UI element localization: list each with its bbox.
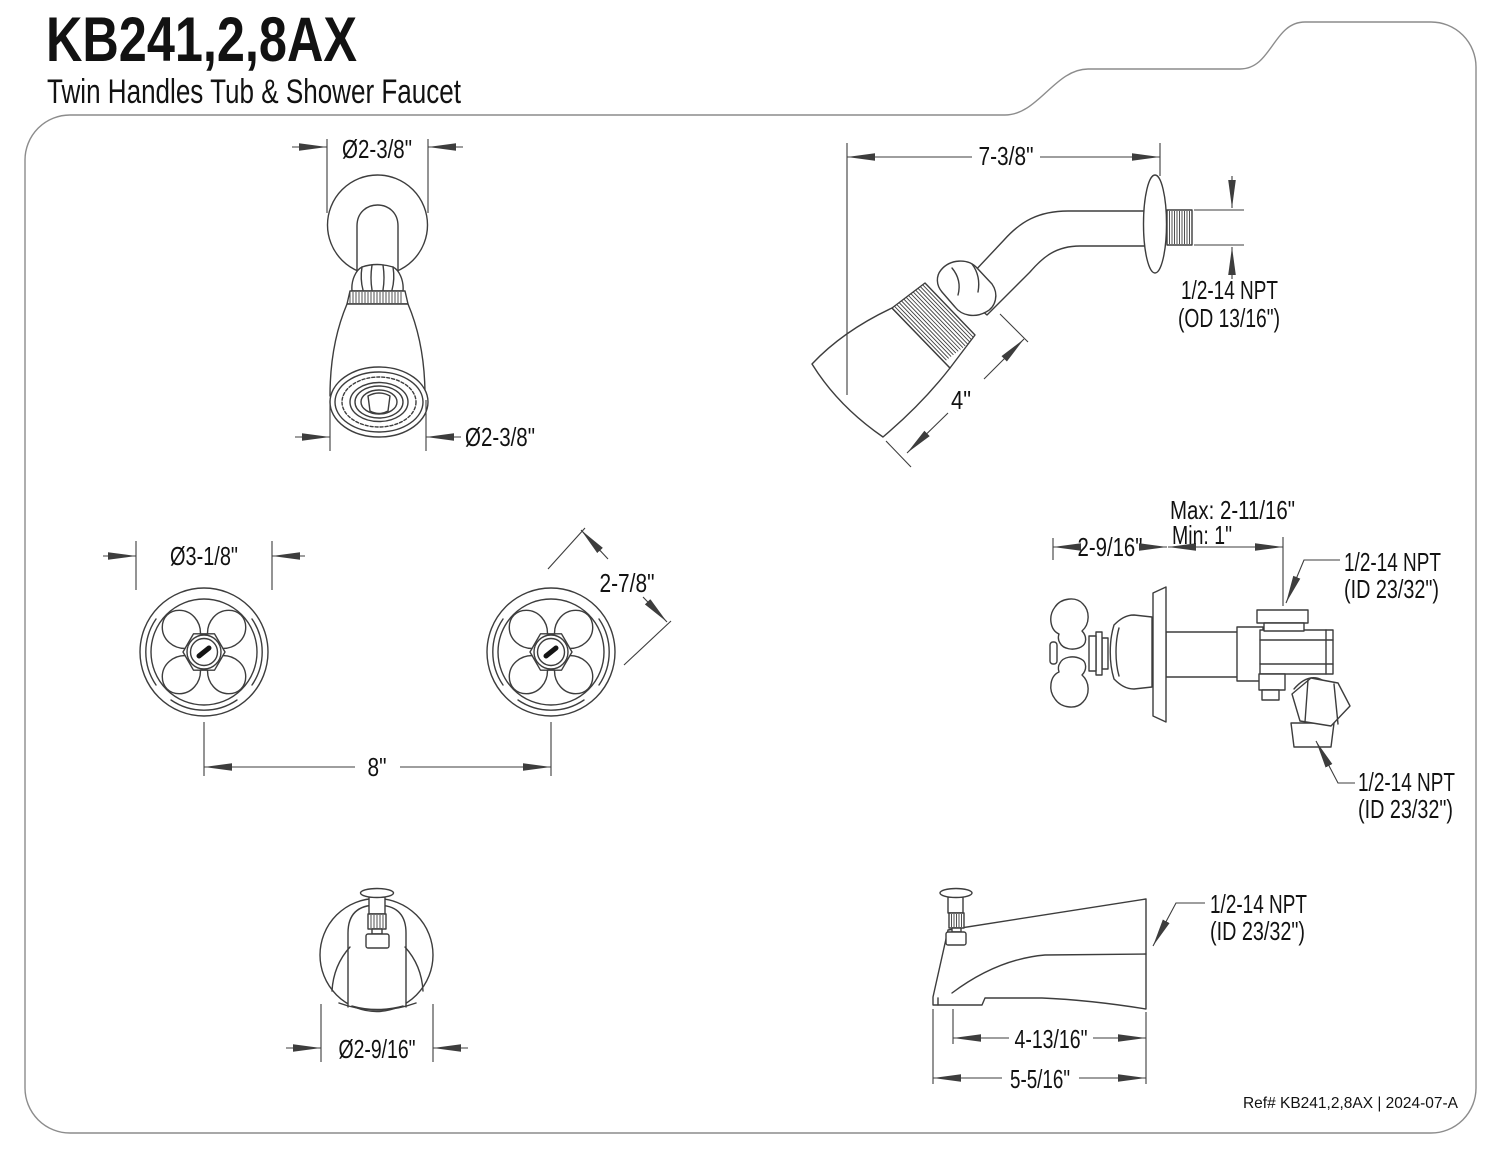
dim-label-wall-min: Min: 1" bbox=[1172, 520, 1232, 550]
dim-label-arm-reach: 7-3/8" bbox=[979, 141, 1034, 171]
leader-valve-outlet bbox=[1315, 740, 1355, 784]
dim-shower-arm-reach bbox=[846, 143, 1161, 395]
diverter-knob-side bbox=[939, 887, 973, 946]
showerhead-arm-front bbox=[356, 204, 399, 273]
dim-label-arm-thread: 1/2-14 NPT bbox=[1181, 275, 1278, 305]
dim-label-handle-depth: 2-7/8" bbox=[600, 568, 655, 598]
spout-side-view: 4-13/16" 5-5/16" 1/2-14 NPT (ID 23/32") bbox=[932, 887, 1307, 1094]
dim-spout-length bbox=[952, 1009, 1146, 1044]
dim-label-spout-thread: 1/2-14 NPT bbox=[1210, 889, 1307, 919]
dim-label-spout-thread-id: (ID 23/32") bbox=[1210, 916, 1305, 946]
valve-nipple bbox=[1165, 631, 1240, 678]
dim-label-spout-length: 4-13/16" bbox=[1015, 1024, 1088, 1054]
shower-arm-flange bbox=[1142, 174, 1168, 274]
dim-spout-diameter bbox=[286, 1004, 468, 1062]
valve-wall-flange bbox=[1152, 586, 1167, 723]
spout-side-body bbox=[932, 898, 1147, 1010]
showerhead-ball-joint bbox=[351, 263, 404, 292]
dim-showerhead-face-diameter bbox=[295, 400, 461, 451]
leader-valve-inlet bbox=[1285, 559, 1340, 604]
footer-reference: Ref# KB241,2,8AX | 2024-07-A bbox=[1243, 1095, 1458, 1112]
leader-spout-thread bbox=[1152, 902, 1205, 947]
dim-valve-wall-depth bbox=[1168, 537, 1284, 606]
diverter-knob-front bbox=[359, 887, 395, 949]
dim-arm-thread-od bbox=[1194, 176, 1244, 279]
valve-inlet-port bbox=[1256, 609, 1309, 624]
shower-ball-collar bbox=[936, 260, 997, 317]
dim-handle-spacing bbox=[203, 722, 552, 776]
dim-label-outlet-thread-id: (ID 23/32") bbox=[1358, 794, 1453, 824]
dim-label-inlet-thread-id: (ID 23/32") bbox=[1344, 574, 1439, 604]
dim-label-outlet-thread: 1/2-14 NPT bbox=[1358, 767, 1455, 797]
page-title: KB241,2,8AX bbox=[46, 5, 357, 75]
dim-handle-diameter bbox=[103, 541, 305, 590]
dim-handle-depth bbox=[547, 527, 672, 666]
valve-outlet-tailpiece bbox=[1290, 722, 1335, 748]
dim-label-wall-max: Max: 2-11/16" bbox=[1170, 495, 1295, 525]
dim-valve-projection bbox=[1052, 538, 1167, 560]
valve-body bbox=[1259, 629, 1334, 675]
valve-outlet-union-nut bbox=[1291, 677, 1351, 727]
dim-label-handle-spacing: 8" bbox=[368, 752, 387, 782]
dim-label-arm-thread-od: (OD 13/16") bbox=[1178, 303, 1280, 333]
valve-side-view: 2-9/16" Max: 2-11/16" Min: 1" 1/2-14 NPT… bbox=[1049, 495, 1455, 824]
dim-label-inlet-thread: 1/2-14 NPT bbox=[1344, 547, 1441, 577]
cross-handle-right bbox=[487, 588, 615, 716]
dim-label-spout-diameter: Ø2-9/16" bbox=[339, 1034, 416, 1064]
showerhead-front-view: Ø2-3/8" Ø2-3/8" bbox=[292, 134, 535, 452]
dim-label-handle-diameter: Ø3-1/8" bbox=[170, 541, 238, 571]
showerhead-side-view: 7-3/8" 4" 1/2-14 NPT (OD 13/16") bbox=[811, 141, 1280, 468]
valve-coupling bbox=[1236, 626, 1264, 682]
dim-spout-overall-length bbox=[932, 1009, 1147, 1084]
valve-handle-top-lobe bbox=[1050, 598, 1089, 650]
dim-label-flange-diameter: Ø2-3/8" bbox=[342, 134, 412, 164]
sheet-border bbox=[24, 21, 1477, 1134]
dim-label-spout-overall-length: 5-5/16" bbox=[1010, 1064, 1070, 1094]
dim-label-head-length: 4" bbox=[951, 385, 971, 415]
handles-front-view: Ø3-1/8" 2-7/8" 8" bbox=[103, 527, 672, 782]
page-subtitle: Twin Handles Tub & Shower Faucet bbox=[47, 73, 461, 111]
cross-handle-left bbox=[140, 588, 268, 716]
dim-showerhead-flange-diameter bbox=[292, 139, 463, 213]
dim-label-face-diameter: Ø2-3/8" bbox=[465, 422, 535, 452]
dim-label-valve-projection: 2-9/16" bbox=[1078, 532, 1143, 562]
dim-head-length bbox=[885, 313, 1029, 468]
spout-front-view: Ø2-9/16" bbox=[286, 887, 468, 1064]
valve-escutcheon-bell bbox=[1109, 614, 1153, 690]
valve-handle-bottom-lobe bbox=[1050, 656, 1089, 708]
